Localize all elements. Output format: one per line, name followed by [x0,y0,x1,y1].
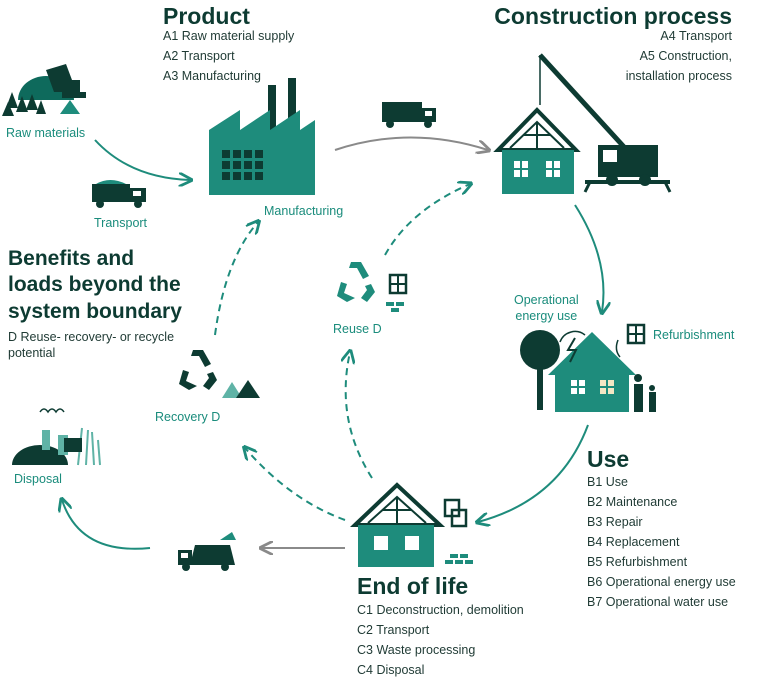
operational-energy-label-line: energy use [515,308,578,323]
product-title: Product [163,3,250,29]
list-item: B1 Use [587,475,628,489]
benefits-title-line: Benefits and [8,247,135,270]
list-item: A2 Transport [163,49,235,63]
transport-label: Transport [94,216,148,230]
raw-materials-label: Raw materials [6,126,86,140]
benefits-description-line: potential [8,345,56,360]
reuse-recycle-icon [337,262,408,312]
arrow-end-of-life-to-recovery [245,448,346,521]
arrow-truck-to-disposal [62,500,151,550]
arrow-reuse-to-construction [384,184,470,256]
arrow-use-to-end-of-life [478,424,589,522]
list-item: installation process [625,69,732,83]
recovery-recycle-icon [179,350,260,398]
reuse-label: Reuse D [333,322,382,336]
list-item: B3 Repair [587,515,643,529]
list-item: B5 Refurbishment [587,555,688,569]
end-of-life-title: End of life [357,573,469,599]
list-item: A1 Raw material supply [163,29,295,43]
arrow-end-of-life-to-reuse [346,352,373,479]
use-house-icon [520,330,656,412]
construction-house-icon [493,107,581,194]
arrow-construction-to-use [574,204,603,312]
construction-stage-list: A4 Transport A5 Construction, installati… [626,26,732,86]
disposal-label: Disposal [14,472,62,486]
refurbishment-window-icon [615,323,646,358]
refurbishment-label: Refurbishment [653,328,735,342]
construction-title: Construction process [494,3,732,29]
arrow-manufacturing-to-construction [334,136,488,151]
list-item: C3 Waste processing [357,643,476,657]
list-item: C4 Disposal [357,663,425,677]
benefits-description: D Reuse- recovery- or recycle potential [8,330,174,361]
benefits-title-line: system boundary [8,299,182,323]
arrow-raw-to-manufacturing [94,139,190,180]
list-item: C2 Transport [357,623,430,637]
use-stage-list: B1 Use B2 Maintenance B3 Repair B4 Repla… [587,472,736,612]
product-stage-list: A1 Raw material supply A2 Transport A3 M… [163,26,294,86]
disposal-icon [12,408,101,466]
operational-energy-label-line: Operational [514,293,579,307]
operational-energy-label: Operational energy use [514,293,579,324]
use-title: Use [587,446,630,472]
list-item: B2 Maintenance [587,495,678,509]
crane-icon [538,53,672,193]
end-of-life-house-icon [350,482,473,567]
arrow-recovery-to-manufacturing [214,222,258,336]
benefits-title: Benefits and loads beyond the system bou… [8,246,182,325]
benefits-title-line: loads beyond the [8,273,181,297]
list-item: C1 Deconstruction, demolition [357,603,524,617]
manufacturing-label: Manufacturing [264,204,344,218]
recovery-label: Recovery D [155,410,221,424]
list-item: A3 Manufacturing [163,69,261,83]
raw-materials-icon [2,64,86,116]
list-item: B4 Replacement [587,535,680,549]
waste-truck-icon [178,532,236,571]
benefits-description-line: D Reuse- recovery- or recycle [8,330,175,344]
end-of-life-stage-list: C1 Deconstruction, demolition C2 Transpo… [357,600,524,680]
list-item: B7 Operational water use [587,595,729,609]
list-item: A5 Construction, [639,49,732,63]
list-item: A4 Transport [660,29,732,43]
construction-truck-icon [382,102,436,128]
list-item: B6 Operational energy use [587,575,736,589]
transport-truck-icon [92,180,146,208]
factory-icon [209,78,315,195]
